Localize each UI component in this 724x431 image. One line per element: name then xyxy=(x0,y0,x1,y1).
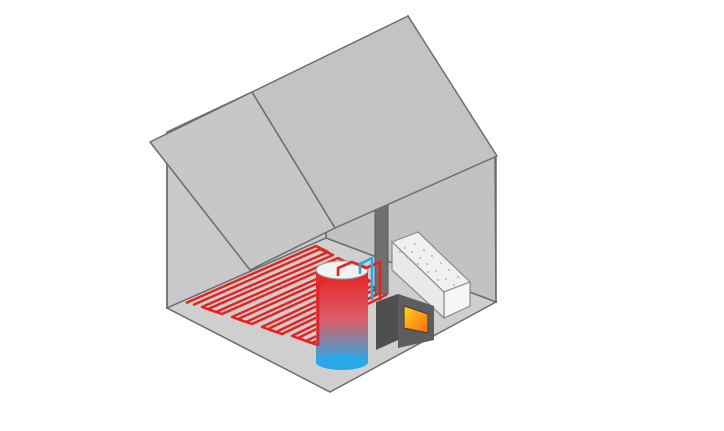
accumulator-tank xyxy=(315,260,369,370)
wood-stove xyxy=(376,294,434,350)
cold-pipe-to-stove xyxy=(358,256,374,300)
roof-right-panel xyxy=(251,15,498,229)
circuit-pipes xyxy=(316,256,382,346)
tank-top xyxy=(315,260,369,280)
pellet-texture xyxy=(399,243,459,286)
pellet-storage xyxy=(390,231,472,320)
stove-side xyxy=(376,294,398,350)
tank-bottom xyxy=(316,354,368,370)
fire-window xyxy=(403,305,429,334)
roof xyxy=(149,15,498,271)
tank-body xyxy=(316,270,368,362)
flue-lower xyxy=(374,203,389,295)
pellet-side xyxy=(391,240,445,320)
floor-return xyxy=(316,278,327,346)
floor-pipe-inner xyxy=(192,247,388,345)
